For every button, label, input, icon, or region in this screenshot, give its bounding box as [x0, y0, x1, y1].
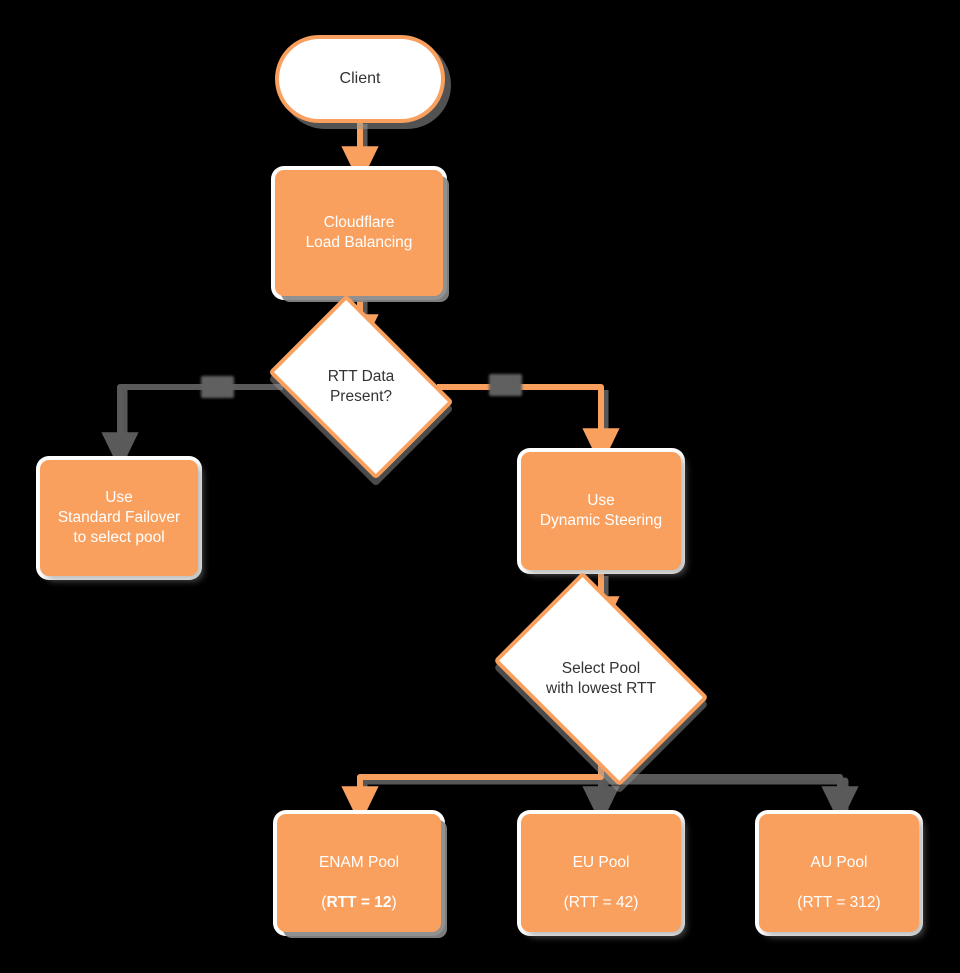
- node-cloudflare-load-balancing-label: Cloudflare Load Balancing: [305, 214, 413, 251]
- node-enam-pool-rtt-close: ): [391, 893, 397, 911]
- edge-select-to-enam: [341, 742, 604, 825]
- node-au-pool-label: AU Pool (RTT = 312): [797, 833, 880, 912]
- node-enam-pool-rtt-open: (: [321, 893, 327, 911]
- node-rtt-data-present[interactable]: RTT Data Present?: [268, 294, 454, 480]
- node-select-pool-label: Select Pool with lowest RTT: [546, 659, 656, 697]
- node-enam-pool-name: ENAM Pool: [318, 854, 400, 872]
- node-standard-failover-label: Use Standard Failover to select pool: [57, 489, 181, 546]
- edge-select-to-au: [601, 774, 859, 825]
- node-cloudflare-load-balancing[interactable]: Cloudflare Load Balancing: [275, 170, 443, 296]
- node-eu-pool-rtt: (RTT = 42): [563, 893, 639, 911]
- edge-label-rtt-yes: [489, 374, 522, 396]
- edge-rtt-to-dynamic-steering: [437, 384, 620, 467]
- node-eu-pool-label: EU Pool (RTT = 42): [564, 833, 639, 912]
- node-rtt-data-present-label: RTT Data Present?: [327, 367, 395, 405]
- node-au-pool-name: AU Pool: [810, 854, 868, 872]
- node-select-pool[interactable]: Select Pool with lowest RTT: [493, 571, 709, 787]
- node-dynamic-steering[interactable]: Use Dynamic Steering: [521, 452, 681, 570]
- node-enam-pool-label: ENAM Pool (RTT = 12): [319, 833, 399, 912]
- node-client-label: Client: [339, 69, 381, 87]
- edge-label-rtt-no: [201, 376, 234, 398]
- node-standard-failover[interactable]: Use Standard Failover to select pool: [40, 460, 198, 576]
- node-enam-pool[interactable]: ENAM Pool (RTT = 12): [277, 814, 441, 932]
- node-enam-pool-rtt-value: RTT = 12: [326, 893, 392, 911]
- node-client[interactable]: Client: [275, 35, 445, 123]
- node-eu-pool-name: EU Pool: [572, 854, 630, 872]
- node-dynamic-steering-label: Use Dynamic Steering: [539, 492, 663, 529]
- node-eu-pool[interactable]: EU Pool (RTT = 42): [521, 814, 681, 932]
- node-au-pool-rtt: (RTT = 312): [797, 893, 881, 911]
- node-au-pool[interactable]: AU Pool (RTT = 312): [759, 814, 919, 932]
